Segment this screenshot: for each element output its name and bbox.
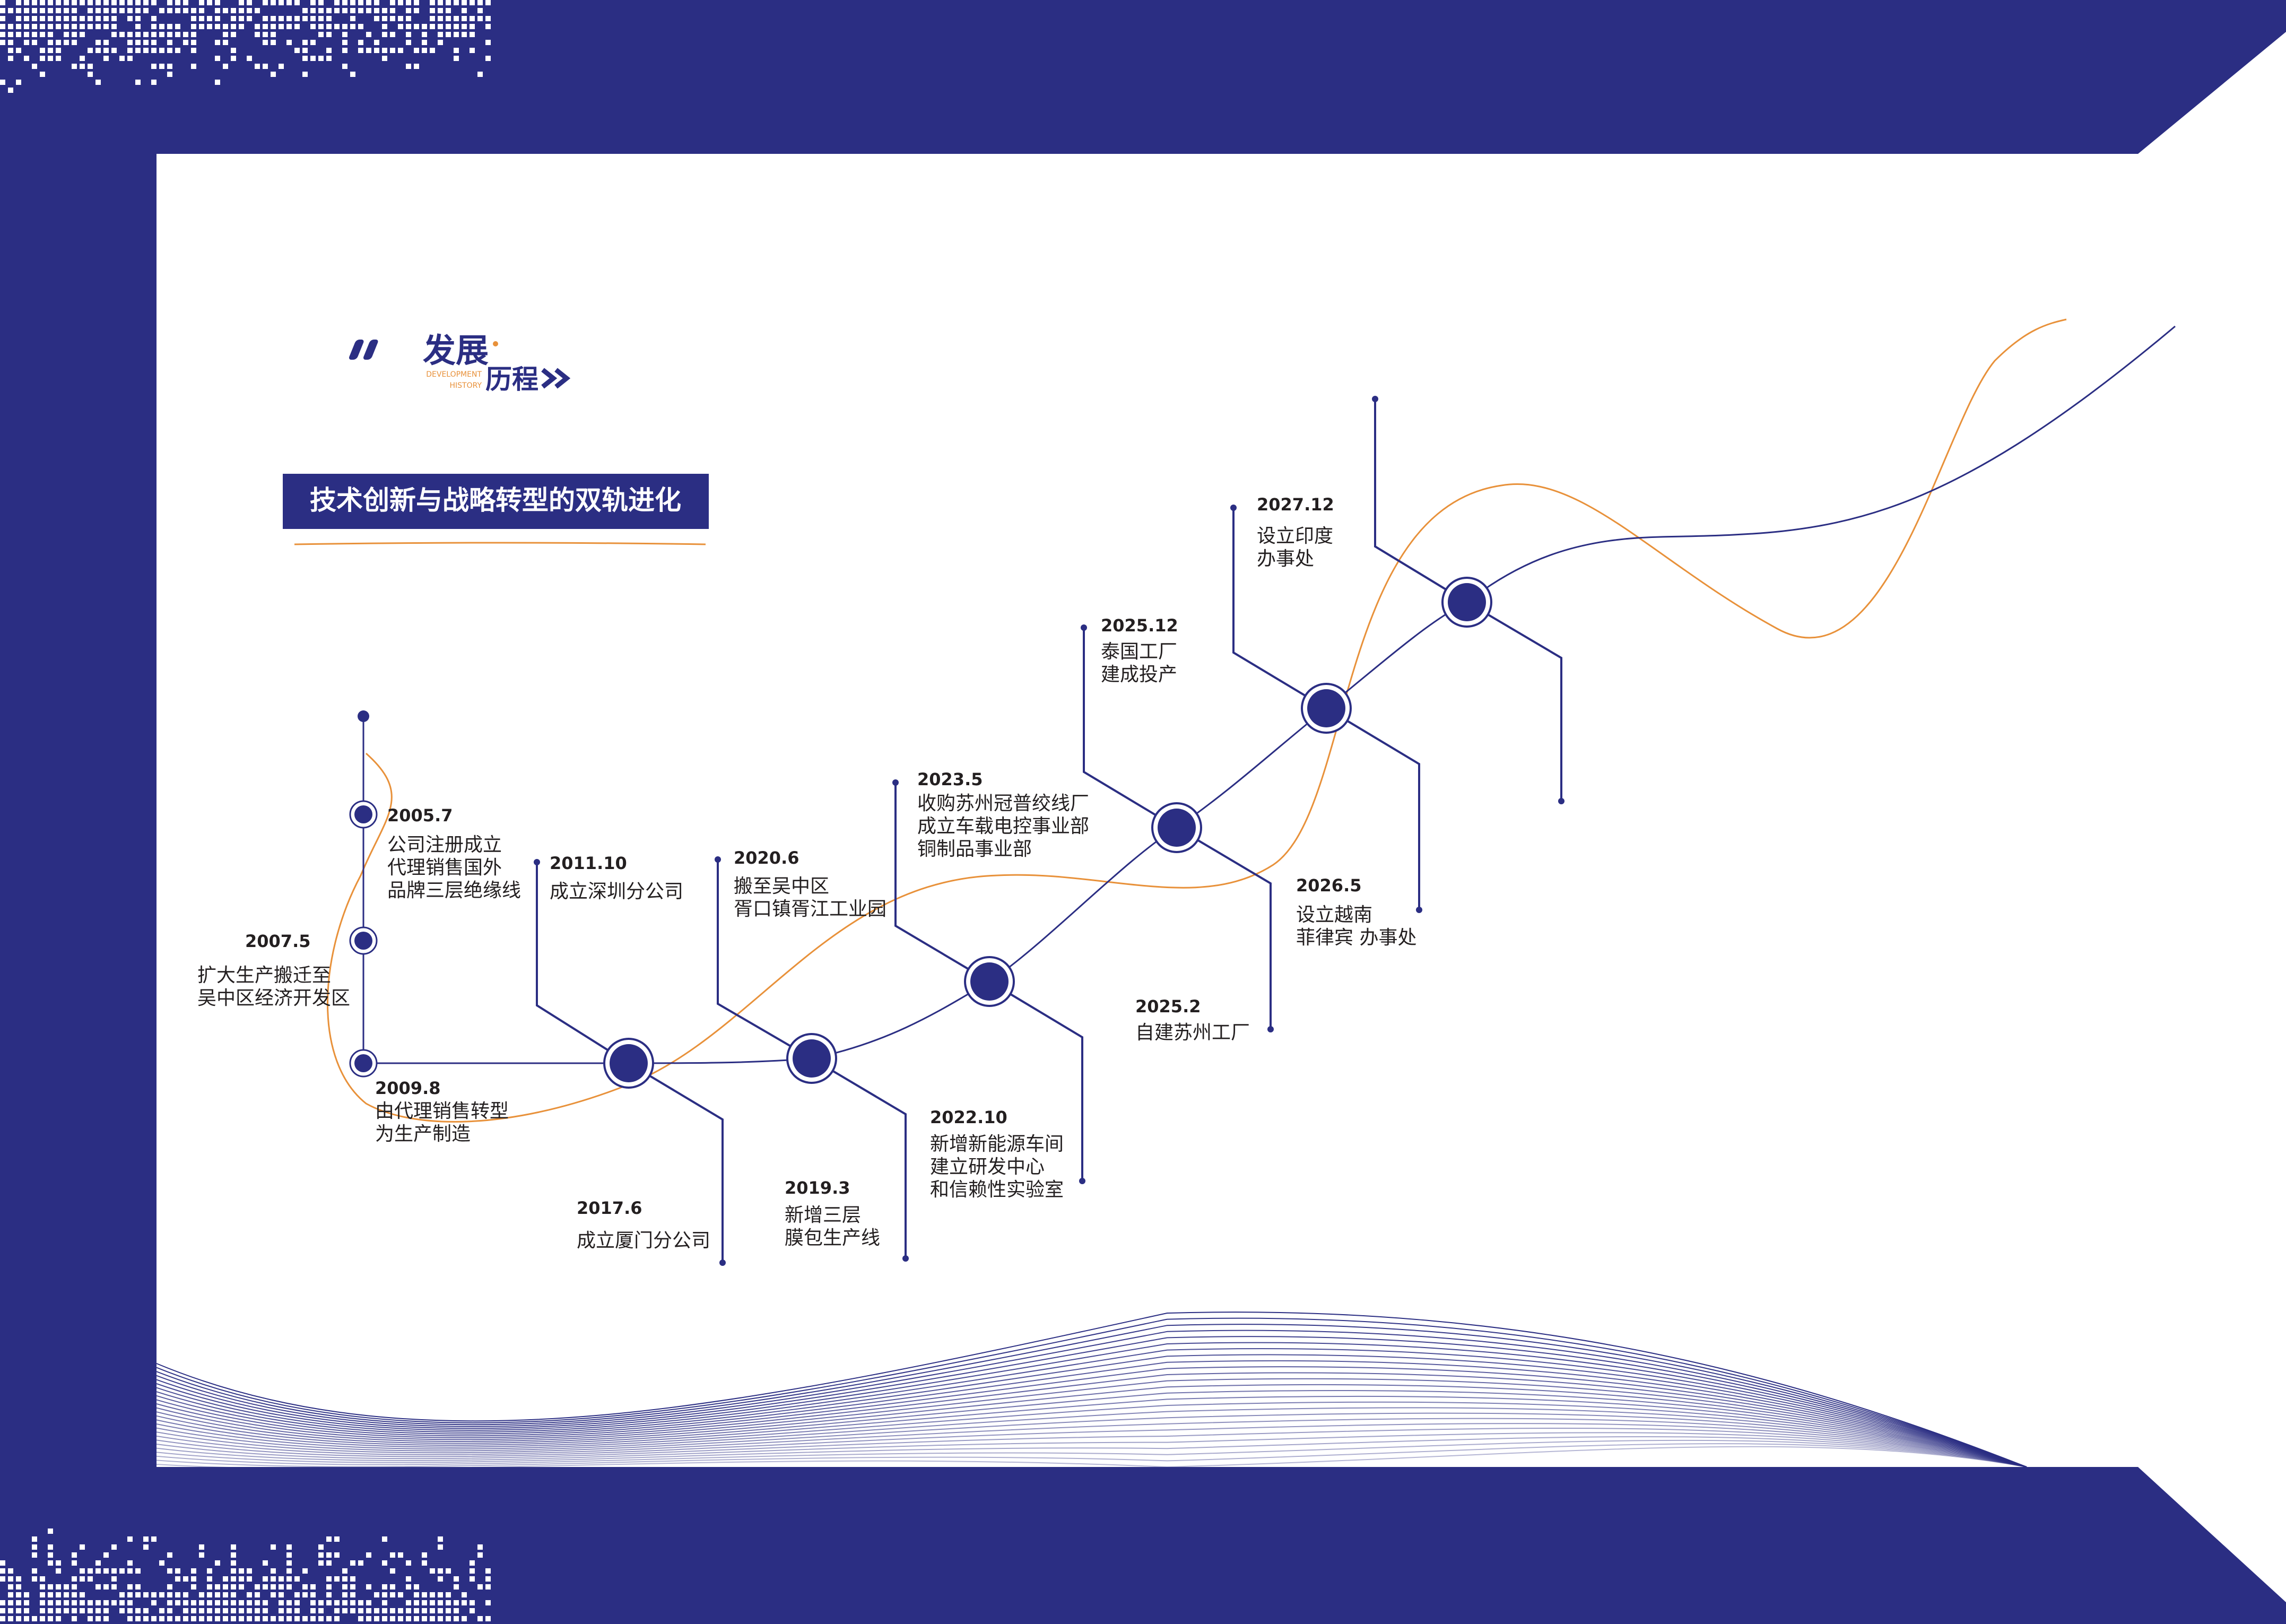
decorative-wave-lines bbox=[156, 1312, 2027, 1470]
timeline-node-end bbox=[1441, 577, 1492, 628]
timeline-node-2025-12-2025-2 bbox=[1151, 802, 1202, 853]
logo-title-bottom: 历程 bbox=[485, 364, 538, 395]
milestone-text: 成立厦门分公司 bbox=[577, 1230, 710, 1252]
milestone-text: 自建苏州工厂 bbox=[1135, 1022, 1250, 1044]
timeline-node-2020-6-2019-3 bbox=[786, 1033, 837, 1084]
milestone-date: 2017.6 bbox=[577, 1198, 642, 1218]
orange-flow-curve bbox=[327, 318, 2067, 1123]
milestone-text: 新增三层 bbox=[785, 1204, 861, 1226]
subtitle-banner: 技术创新与战略转型的双轨进化 bbox=[283, 474, 709, 545]
logo-mark-icon bbox=[349, 340, 498, 360]
milestone-date: 2025.12 bbox=[1101, 615, 1178, 636]
milestone-date: 2022.10 bbox=[930, 1107, 1007, 1127]
milestone-date: 2005.7 bbox=[387, 805, 453, 826]
milestone-text: 膜包生产线 bbox=[785, 1227, 880, 1249]
milestone-text: 胥口镇胥江工业园 bbox=[734, 898, 886, 920]
milestone-text: 为生产制造 bbox=[375, 1123, 471, 1145]
milestone-2017-6: 2017.6 成立厦门分公司 bbox=[577, 1198, 710, 1252]
milestone-text: 代理销售国外 bbox=[387, 857, 502, 879]
milestone-date: 2020.6 bbox=[734, 848, 799, 868]
milestone-2011-10: 2011.10 成立深圳分公司 bbox=[550, 853, 683, 902]
milestone-date: 2007.5 bbox=[245, 931, 310, 951]
subtitle-text: 技术创新与战略转型的双轨进化 bbox=[310, 485, 681, 516]
chevron-right-icon bbox=[554, 368, 571, 389]
logo-en-line2: HISTORY bbox=[450, 381, 482, 390]
logo-title-top: 发展 bbox=[423, 331, 489, 370]
timeline-main-line bbox=[363, 325, 2176, 1064]
milestone-2019-3: 2019.3 新增三层 膜包生产线 bbox=[785, 1178, 880, 1249]
milestone-text: 设立越南 bbox=[1296, 904, 1372, 926]
milestone-text: 成立车载电控事业部 bbox=[917, 815, 1089, 837]
milestone-2005-7: 2005.7 公司注册成立 代理销售国外 品牌三层绝缘线 bbox=[387, 805, 521, 901]
milestone-2009-8: 2009.8 由代理销售转型 为生产制造 bbox=[375, 1078, 509, 1145]
top-banner bbox=[0, 0, 2286, 154]
milestone-2020-6: 2020.6 搬至吴中区 胥口镇胥江工业园 bbox=[734, 848, 886, 920]
subtitle-box bbox=[283, 474, 709, 529]
milestone-text: 收购苏州冠普绞线厂 bbox=[917, 793, 1089, 814]
milestone-text: 吴中区经济开发区 bbox=[197, 987, 350, 1009]
timeline-node-2007-5 bbox=[349, 926, 378, 955]
milestone-text: 设立印度 bbox=[1257, 525, 1333, 547]
milestone-date: 2023.5 bbox=[917, 769, 983, 789]
connector-end-dots bbox=[534, 396, 1564, 1266]
milestone-date: 2019.3 bbox=[785, 1178, 850, 1198]
subtitle-underline bbox=[294, 542, 706, 545]
timeline-node-2023-5-2022-10 bbox=[964, 956, 1015, 1007]
milestone-text: 泰国工厂 bbox=[1101, 641, 1177, 663]
timeline-node-2027-12-2026-5 bbox=[1301, 683, 1352, 734]
bottom-banner bbox=[0, 1467, 2286, 1624]
milestone-text: 公司注册成立 bbox=[387, 834, 502, 856]
milestone-text: 扩大生产搬迁至 bbox=[197, 965, 331, 986]
milestone-text: 由代理销售转型 bbox=[375, 1100, 509, 1122]
timeline-node-2009-8 bbox=[349, 1049, 378, 1078]
logo: 发展 历程 DEVELOPMENT HISTORY bbox=[349, 331, 571, 395]
milestone-2007-5: 2007.5 扩大生产搬迁至 吴中区经济开发区 bbox=[197, 931, 350, 1009]
milestone-text: 铜制品事业部 bbox=[917, 838, 1032, 860]
timeline-left-spine bbox=[358, 710, 369, 1063]
milestone-2023-5: 2023.5 收购苏州冠普绞线厂 成立车载电控事业部 铜制品事业部 bbox=[917, 769, 1089, 860]
milestone-2025-2: 2025.2 自建苏州工厂 bbox=[1135, 996, 1250, 1044]
timeline-node-2011-10-2017-6 bbox=[603, 1038, 654, 1089]
milestone-text: 搬至吴中区 bbox=[734, 875, 829, 897]
milestone-date: 2009.8 bbox=[375, 1078, 440, 1098]
milestone-text: 新增新能源车间 bbox=[930, 1133, 1064, 1155]
milestone-text: 和信赖性实验室 bbox=[930, 1179, 1064, 1201]
milestone-text: 建成投产 bbox=[1101, 664, 1177, 685]
pixel-pattern-top bbox=[0, 0, 491, 93]
spine-end-dot bbox=[358, 710, 369, 722]
milestone-2022-10: 2022.10 新增新能源车间 建立研发中心 和信赖性实验室 bbox=[930, 1107, 1064, 1201]
timeline-node-2005-7 bbox=[349, 800, 378, 829]
milestone-date: 2011.10 bbox=[550, 853, 627, 873]
pixel-pattern-bottom bbox=[0, 1529, 491, 1621]
milestone-text: 菲律宾 办事处 bbox=[1296, 927, 1416, 949]
milestone-date: 2027.12 bbox=[1257, 494, 1334, 515]
milestone-text: 品牌三层绝缘线 bbox=[387, 880, 521, 901]
left-frame-bar bbox=[0, 0, 157, 1624]
logo-en-line1: DEVELOPMENT bbox=[426, 370, 482, 379]
milestone-text: 办事处 bbox=[1257, 548, 1314, 570]
milestone-text: 建立研发中心 bbox=[930, 1156, 1045, 1178]
chevron-right-icon bbox=[541, 368, 558, 389]
milestone-2027-12: 2027.12 设立印度 办事处 bbox=[1257, 494, 1334, 570]
milestone-2025-12: 2025.12 泰国工厂 建成投产 bbox=[1101, 615, 1178, 685]
milestone-text: 成立深圳分公司 bbox=[550, 881, 683, 902]
milestone-date: 2026.5 bbox=[1296, 875, 1361, 896]
milestone-2026-5: 2026.5 设立越南 菲律宾 办事处 bbox=[1296, 875, 1416, 949]
milestone-date: 2025.2 bbox=[1135, 996, 1201, 1017]
